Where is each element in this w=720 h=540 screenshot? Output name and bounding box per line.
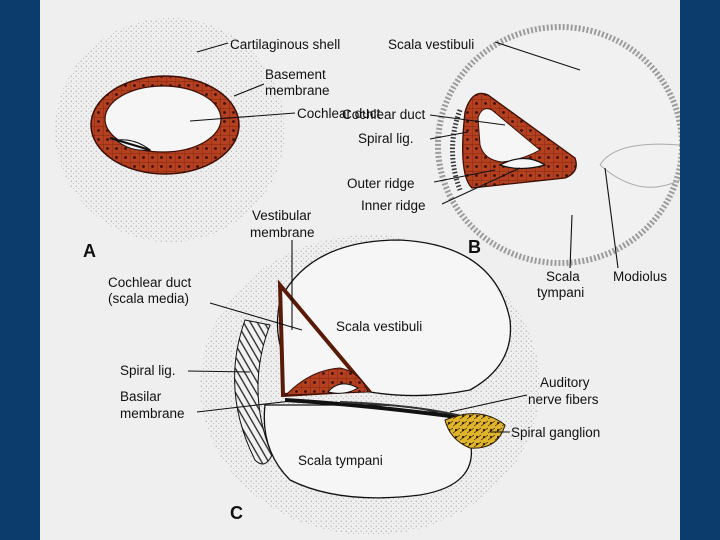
label-modiolus: Modiolus (613, 269, 667, 284)
label-scala-vestibuli-c: Scala vestibuli (336, 319, 422, 334)
label-scala-tympani-b-1: Scala (546, 269, 580, 284)
panel-label-a: A (83, 241, 96, 261)
cochlea-diagram: A Cartilaginous shell Basement membrane … (40, 0, 680, 540)
label-spiral-ganglion: Spiral ganglion (511, 425, 600, 440)
label-cartilaginous-shell: Cartilaginous shell (230, 37, 340, 52)
label-scala-tympani-b-2: tympani (537, 285, 584, 300)
label-outer-ridge: Outer ridge (347, 176, 415, 191)
cochlea-development-figure: A Cartilaginous shell Basement membrane … (40, 0, 680, 540)
label-auditory-nerve-1: Auditory (540, 375, 590, 390)
label-inner-ridge: Inner ridge (361, 198, 426, 213)
panel-label-c: C (230, 503, 243, 523)
label-vestibular-membrane-2: membrane (250, 225, 315, 240)
label-spiral-lig-b: Spiral lig. (358, 131, 414, 146)
panel-label-b: B (468, 237, 481, 257)
label-basement-membrane-1: Basement (265, 67, 326, 82)
label-scala-vestibuli-b: Scala vestibuli (388, 37, 474, 52)
label-basilar-membrane-2: membrane (120, 406, 185, 421)
label-scala-tympani-c: Scala tympani (298, 453, 383, 468)
panel-a: A Cartilaginous shell Basement membrane … (55, 18, 381, 261)
label-cochlear-duct-c-1: Cochlear duct (108, 275, 192, 290)
label-spiral-lig-c: Spiral lig. (120, 363, 176, 378)
label-auditory-nerve-2: nerve fibers (528, 392, 599, 407)
label-basilar-membrane-1: Basilar (120, 389, 162, 404)
label-cochlear-duct-c-2: (scala media) (108, 291, 189, 306)
label-cochlear-duct-b: Cochlear duct (342, 107, 426, 122)
label-basement-membrane-2: membrane (265, 83, 330, 98)
label-vestibular-membrane-1: Vestibular (252, 208, 312, 223)
